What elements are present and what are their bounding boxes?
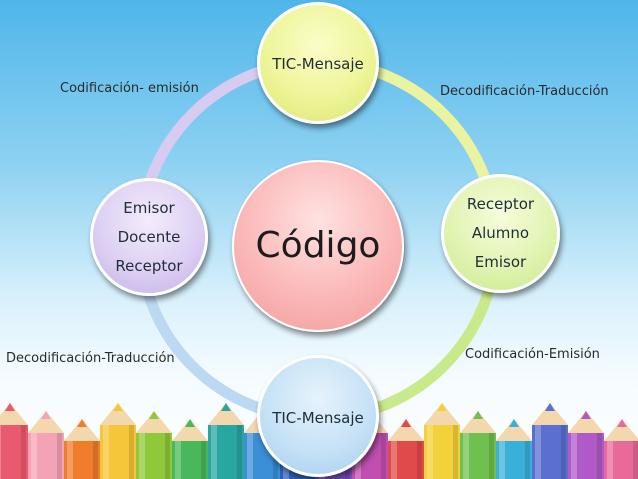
node-tic-mensaje-top: TIC-Mensaje — [257, 2, 379, 124]
pencil — [388, 419, 424, 479]
pencil — [424, 403, 460, 479]
edge-label-top-right: Decodificación-Traducción — [440, 84, 609, 99]
node-label: TIC-Mensaje — [272, 409, 364, 427]
pencil — [496, 419, 532, 479]
pencil — [568, 411, 604, 479]
node-label: Receptor — [115, 256, 183, 275]
node-label: Receptor — [466, 195, 535, 213]
node-label: Docente — [117, 227, 181, 246]
edge-label-bottom-left: Decodificación-Traducción — [6, 351, 175, 366]
node-label: Emisor — [474, 253, 527, 271]
node-receptor-alumno: Receptor Alumno Emisor — [441, 174, 560, 293]
node-center-codigo: Código — [232, 160, 404, 332]
pencil — [100, 403, 136, 479]
pencil — [532, 403, 568, 479]
pencil — [172, 419, 208, 479]
node-tic-mensaje-bottom: TIC-Mensaje — [257, 355, 379, 477]
node-label: Emisor — [123, 198, 175, 217]
node-label: Alumno — [471, 224, 530, 242]
pencil — [136, 411, 172, 479]
pencil — [64, 419, 100, 479]
pencil — [604, 419, 638, 479]
node-label: TIC-Mensaje — [272, 55, 364, 73]
pencil — [208, 403, 244, 479]
pencil — [0, 403, 28, 479]
center-label: Código — [255, 225, 381, 266]
pencil — [28, 411, 64, 479]
pencil — [460, 411, 496, 479]
node-emisor-docente: Emisor Docente Receptor — [90, 178, 208, 296]
edge-label-top-left: Codificación- emisión — [60, 81, 199, 96]
edge-label-bottom-right: Codificación-Emisión — [465, 347, 600, 362]
